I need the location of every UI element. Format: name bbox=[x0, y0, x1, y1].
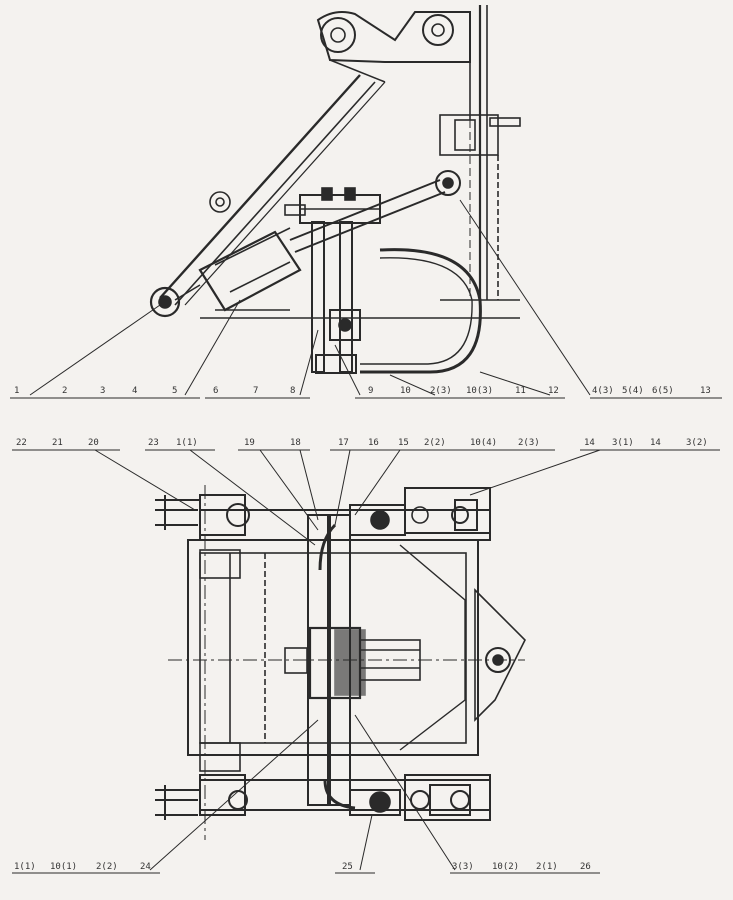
part-label-24: 24 bbox=[140, 862, 151, 872]
part-label-5-4: 5(4) bbox=[622, 386, 644, 396]
part-label-22: 22 bbox=[16, 438, 27, 448]
part-label-2-2-top: 2(2) bbox=[424, 438, 446, 448]
part-label-10-1: 10(1) bbox=[50, 862, 78, 872]
part-label-1-1-bottom: 1(1) bbox=[14, 862, 36, 872]
part-label-12: 12 bbox=[548, 386, 559, 396]
part-label-14: 14 bbox=[584, 438, 595, 448]
lower-view-drawing bbox=[12, 449, 720, 874]
part-label-11: 11 bbox=[515, 386, 526, 396]
part-label-6: 6 bbox=[213, 386, 219, 396]
part-label-17: 17 bbox=[338, 438, 349, 448]
part-label-4-3: 4(3) bbox=[592, 386, 614, 396]
part-label-2: 2 bbox=[62, 386, 68, 396]
part-label-3: 3 bbox=[100, 386, 106, 396]
part-label-7: 7 bbox=[253, 386, 259, 396]
part-label-2-3: 2(3) bbox=[430, 386, 452, 396]
part-label-10-4: 10(4) bbox=[470, 438, 498, 448]
part-label-1: 1 bbox=[14, 386, 20, 396]
part-label-4: 4 bbox=[132, 386, 138, 396]
upper-view-drawing bbox=[10, 5, 722, 399]
part-label-6-5: 6(5) bbox=[652, 386, 674, 396]
part-label-15: 15 bbox=[398, 438, 409, 448]
part-label-16: 16 bbox=[368, 438, 379, 448]
part-label-26: 26 bbox=[580, 862, 591, 872]
part-label-8: 8 bbox=[290, 386, 296, 396]
part-label-21: 21 bbox=[52, 438, 63, 448]
part-label-2-2-bottom: 2(2) bbox=[96, 862, 118, 872]
part-label-14-b: 14 bbox=[650, 438, 661, 448]
part-label-20: 20 bbox=[88, 438, 99, 448]
part-label-3-2: 3(2) bbox=[686, 438, 708, 448]
part-label-2-1: 2(1) bbox=[536, 862, 558, 872]
part-label-3-3: 3(3) bbox=[452, 862, 474, 872]
part-label-3-1: 3(1) bbox=[612, 438, 634, 448]
part-label-5: 5 bbox=[172, 386, 178, 396]
part-label-2-3-top: 2(3) bbox=[518, 438, 540, 448]
part-label-13: 13 bbox=[700, 386, 711, 396]
part-label-23: 23 bbox=[148, 438, 159, 448]
part-label-10: 10 bbox=[400, 386, 411, 396]
part-label-1-1-top: 1(1) bbox=[176, 438, 198, 448]
part-label-25: 25 bbox=[342, 862, 353, 872]
part-label-9: 9 bbox=[368, 386, 374, 396]
part-label-10-3: 10(3) bbox=[466, 386, 494, 396]
part-label-19: 19 bbox=[244, 438, 255, 448]
part-label-18: 18 bbox=[290, 438, 301, 448]
part-label-10-2: 10(2) bbox=[492, 862, 520, 872]
